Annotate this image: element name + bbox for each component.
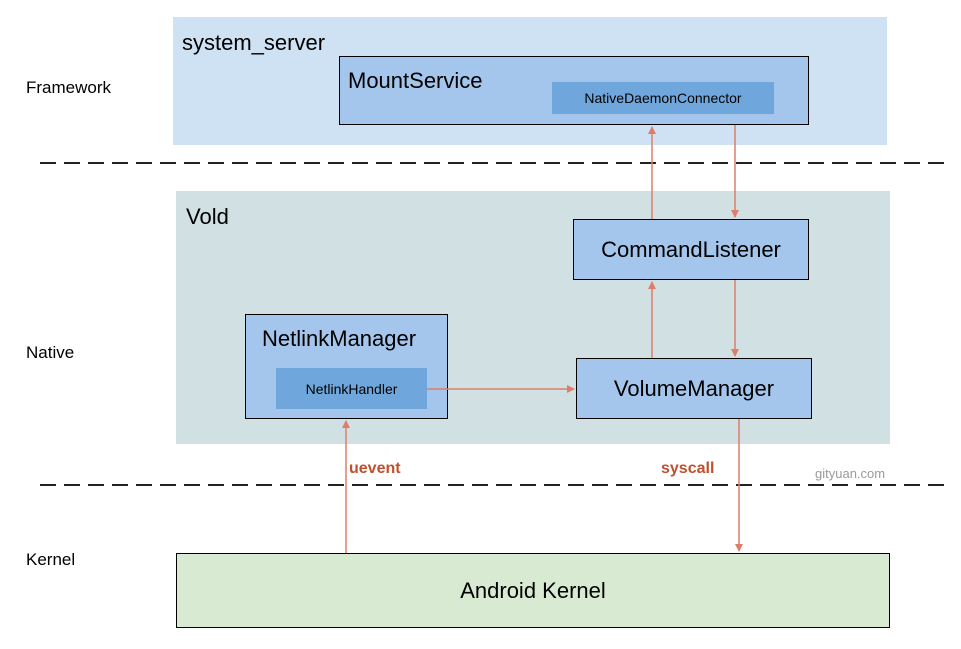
native-daemon-connector-box: NativeDaemonConnector xyxy=(552,82,774,114)
uevent-label: uevent xyxy=(349,460,401,477)
netlink-handler-box: NetlinkHandler xyxy=(276,368,427,409)
volume-manager-box: VolumeManager xyxy=(576,358,812,419)
layer-label-native: Native xyxy=(26,343,75,362)
command-listener-box: CommandListener xyxy=(573,219,809,280)
android-kernel-box: Android Kernel xyxy=(176,553,890,628)
netlink-manager-title: NetlinkManager xyxy=(262,326,417,351)
system-server-title: system_server xyxy=(182,30,326,55)
layer-label-kernel: Kernel xyxy=(26,550,76,569)
watermark-text: gityuan.com xyxy=(815,466,886,481)
syscall-label: syscall xyxy=(661,460,715,477)
vold-title: Vold xyxy=(186,204,229,229)
mount-service-title: MountService xyxy=(348,68,483,93)
layer-label-framework: Framework xyxy=(26,78,112,97)
